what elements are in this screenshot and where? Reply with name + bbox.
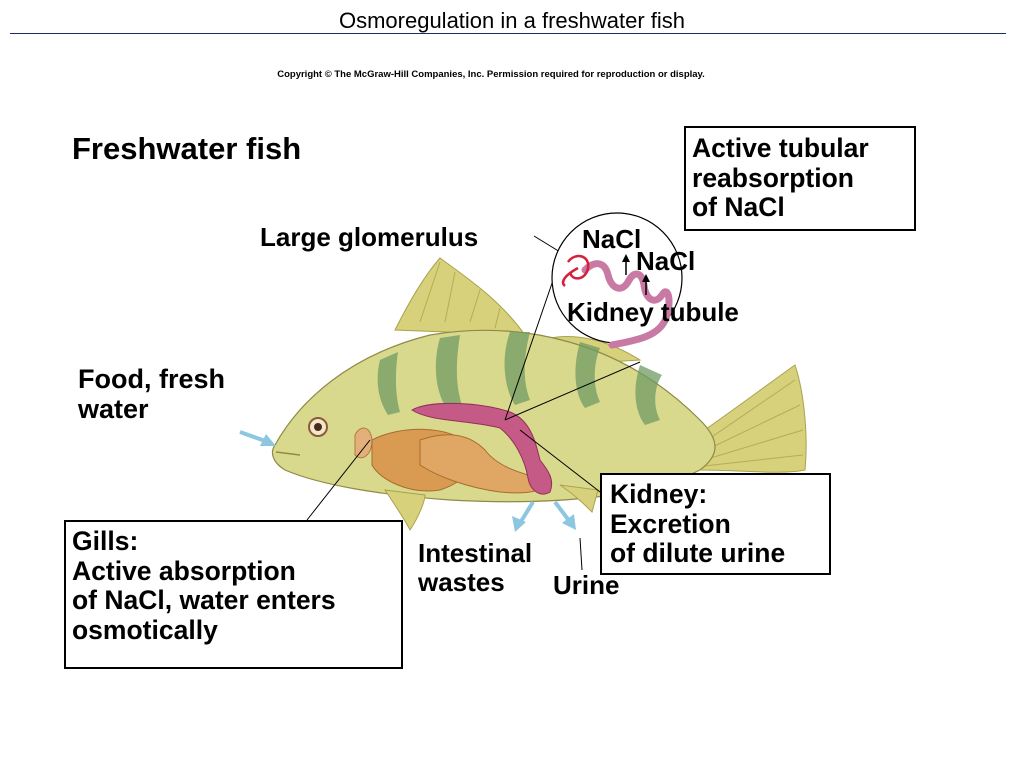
label-intestinal-wastes: Intestinal wastes xyxy=(418,538,533,598)
label-food-fresh-water: Food, fresh water xyxy=(78,364,225,425)
callout-line: of dilute urine xyxy=(610,538,786,569)
callout-line: osmotically xyxy=(72,615,218,646)
label-nacl-2: NaCl xyxy=(636,246,696,276)
urine-arrow xyxy=(553,500,572,524)
callout-line: Excretion xyxy=(610,508,731,539)
callout-tubular-reabsorption: Active tubular reabsorption of NaCl xyxy=(684,126,916,231)
callout-line: of NaCl xyxy=(692,192,785,223)
title-divider xyxy=(10,33,1006,34)
label-large-glomerulus: Large glomerulus xyxy=(260,222,479,252)
intestinal-waste-arrow xyxy=(518,500,535,525)
label-kidney-tubule: Kidney tubule xyxy=(567,297,739,327)
kidney-organ xyxy=(411,402,553,495)
callout-line: Gills: xyxy=(72,526,139,556)
slide-title: Osmoregulation in a freshwater fish xyxy=(338,8,686,33)
callout-line: Active absorption xyxy=(72,555,296,586)
callout-line: reabsorption xyxy=(692,162,854,193)
callout-line: of NaCl, water enters xyxy=(72,585,336,616)
copyright-notice: Copyright © The McGraw-Hill Companies, I… xyxy=(277,69,705,80)
dorsal-fin xyxy=(394,257,526,336)
callout-line: Active tubular xyxy=(692,133,869,163)
callout-line: Kidney: xyxy=(610,479,708,509)
callout-kidney-excretion: Kidney: Excretion of dilute urine xyxy=(600,473,831,575)
label-urine: Urine xyxy=(553,570,620,600)
glomerulus-shape xyxy=(561,254,590,287)
diagram-heading: Freshwater fish xyxy=(72,131,302,166)
label-nacl-1: NaCl xyxy=(582,224,642,254)
kidney-tubule-shape xyxy=(581,260,673,349)
callout-gills-absorption: Gills: Active absorption of NaCl, water … xyxy=(64,520,403,669)
